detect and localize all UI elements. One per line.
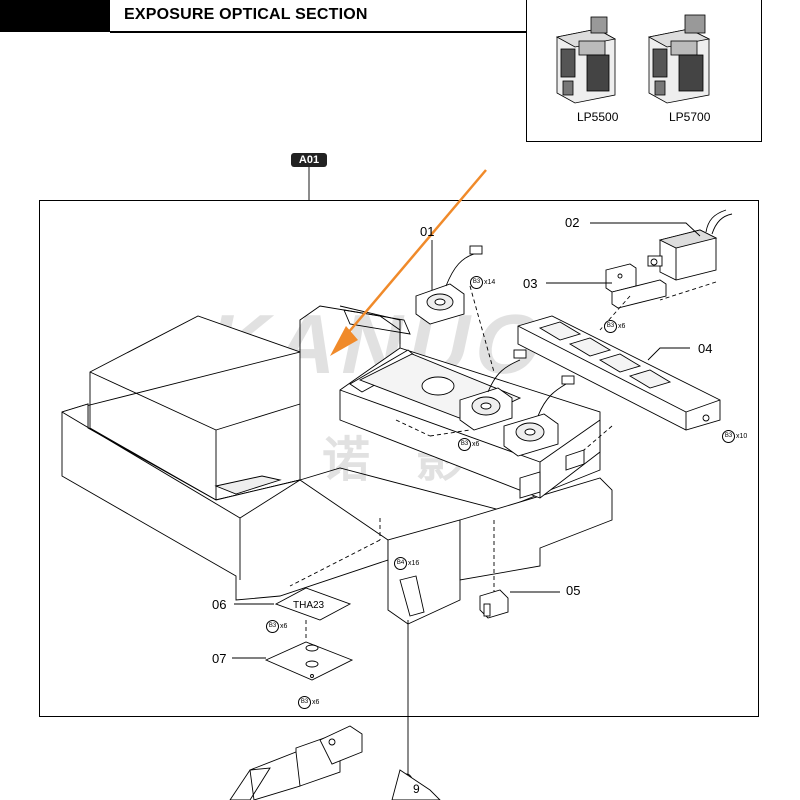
lower-partial-label: 9	[413, 782, 420, 796]
model-label-lp5700: LP5700	[669, 110, 711, 124]
assembly-dashed-lines	[289, 281, 717, 640]
screw-icon: B3	[458, 438, 471, 451]
plate-06	[274, 587, 352, 621]
callout-03: 03	[523, 276, 538, 291]
sensor-05	[479, 589, 509, 619]
diagram-frame	[39, 200, 759, 717]
screw-icon: B3	[266, 620, 279, 633]
assembly-badge: A01	[291, 153, 327, 167]
callout-04: 04	[698, 341, 713, 356]
callout-06: 06	[212, 597, 227, 612]
screw-icon: B4	[394, 557, 407, 570]
section-title: EXPOSURE OPTICAL SECTION	[124, 6, 368, 23]
callout-07: 07	[212, 651, 227, 666]
rail-04	[517, 315, 721, 431]
orange-pointer-arrow	[330, 169, 487, 356]
header-rule	[110, 31, 526, 33]
header-black-block	[0, 0, 110, 32]
fan-icon-right	[503, 375, 575, 457]
plate-06-label: THA23	[293, 600, 325, 611]
model-reference-box: LP5500 LP5700	[526, 0, 762, 142]
solenoid-02	[647, 209, 733, 281]
screw-icon: B3	[722, 430, 735, 443]
callout-01: 01	[420, 224, 435, 239]
model-label-lp5500: LP5500	[577, 110, 619, 124]
printer-lp5700-icon	[647, 14, 711, 104]
printer-lp5500-icon	[555, 16, 617, 104]
callout-05: 05	[566, 583, 581, 598]
plate-07	[264, 641, 354, 681]
leader-04	[647, 347, 690, 361]
fan-01-exploded	[415, 245, 483, 325]
screw-icon: B3	[470, 276, 483, 289]
bracket-03	[605, 263, 667, 309]
leader-02	[590, 222, 701, 237]
base-frame-plate	[61, 305, 613, 625]
lower-frame-partial	[229, 725, 441, 800]
fan-icon-middle	[459, 349, 527, 431]
model-printers-illustration	[555, 14, 711, 104]
callout-02: 02	[565, 215, 580, 230]
screw-icon: B3	[604, 320, 617, 333]
screw-icon: B3	[298, 696, 311, 709]
